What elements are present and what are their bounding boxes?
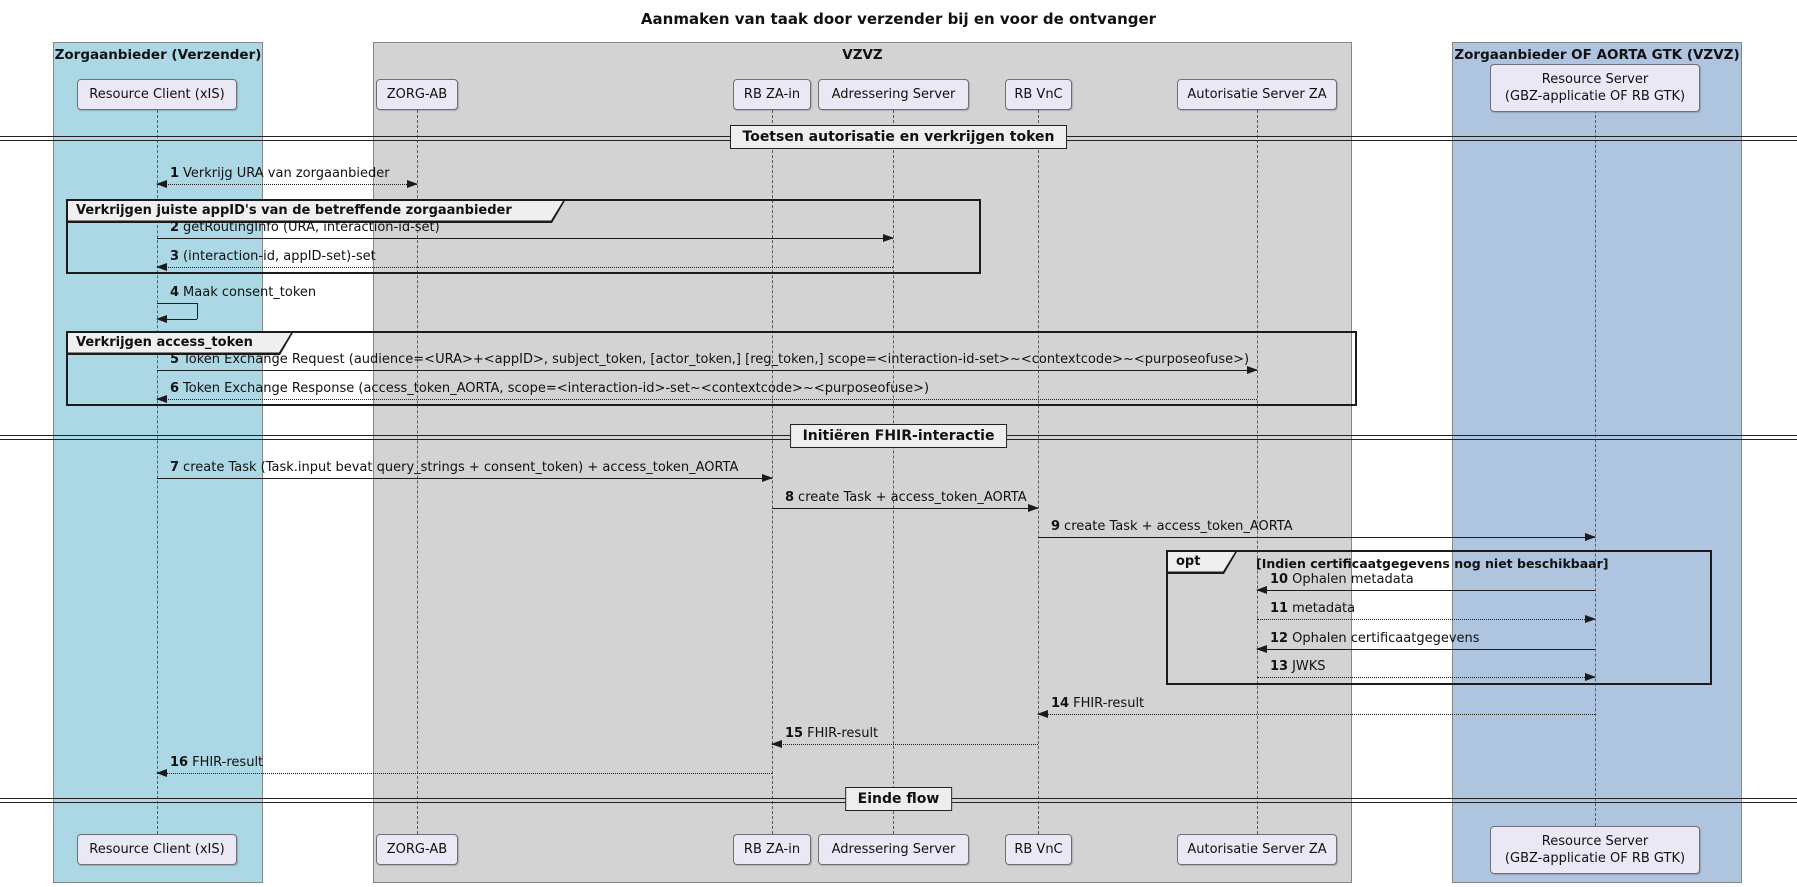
divider-label-toetsen: Toetsen autorisatie en verkrijgen token xyxy=(729,125,1068,149)
message-4-line-top xyxy=(157,303,197,304)
participant-zorg-ab-bottom: ZORG-AB xyxy=(376,834,458,865)
message-1-line xyxy=(157,184,417,185)
group-verkrijgen-access-token-tab: Verkrijgen access_token xyxy=(66,331,294,355)
participant-resource-client-top: Resource Client (xIS) xyxy=(77,79,237,110)
lane-title-ontvanger: Zorgaanbieder OF AORTA GTK (VZVZ) xyxy=(1454,47,1740,63)
message-15-line xyxy=(772,744,1038,745)
participant-rb-vnc-top: RB VnC xyxy=(1005,79,1072,110)
lifeline-resource-client xyxy=(157,110,158,834)
arrowhead-left xyxy=(156,179,167,188)
lane-title-verzender: Zorgaanbieder (Verzender) xyxy=(54,47,262,63)
arrowhead-right xyxy=(1247,365,1258,374)
arrowhead-right xyxy=(1585,672,1596,681)
arrowhead-right xyxy=(1028,503,1039,512)
divider-label-initieren: Initiëren FHIR-interactie xyxy=(789,424,1008,448)
arrowhead-left xyxy=(771,739,782,748)
message-7-line xyxy=(157,478,772,479)
lifeline-rb-vnc xyxy=(1038,110,1039,834)
lane-ontvanger: Zorgaanbieder OF AORTA GTK (VZVZ) xyxy=(1452,42,1742,883)
arrowhead-right xyxy=(1585,532,1596,541)
message-11-line xyxy=(1257,619,1595,620)
message-4-line-right xyxy=(197,303,198,319)
participant-resource-client-bottom: Resource Client (xIS) xyxy=(77,834,237,865)
message-13-line xyxy=(1257,677,1595,678)
arrowhead-left xyxy=(1256,644,1267,653)
group-verkrijgen-appids: Verkrijgen juiste appID's van de betreff… xyxy=(66,199,981,274)
participant-adressering-server-top: Adressering Server xyxy=(818,79,969,110)
arrowhead-right xyxy=(762,473,773,482)
participant-adressering-server-bottom: Adressering Server xyxy=(818,834,969,865)
opt-tab: opt xyxy=(1166,550,1238,574)
lane-title-vzvz: VZVZ xyxy=(842,47,883,63)
lifeline-adressering-server xyxy=(893,110,894,834)
lifeline-zorg-ab xyxy=(417,110,418,834)
diagram-title: Aanmaken van taak door verzender bij en … xyxy=(640,10,1157,28)
arrowhead-right xyxy=(883,233,894,242)
participant-rb-za-in-bottom: RB ZA-in xyxy=(733,834,811,865)
group-verkrijgen-appids-tab: Verkrijgen juiste appID's van de betreff… xyxy=(66,199,566,223)
message-10-line xyxy=(1257,590,1595,591)
arrowhead-right xyxy=(1585,614,1596,623)
message-12-line xyxy=(1257,649,1595,650)
participant-zorg-ab-top: ZORG-AB xyxy=(376,79,458,110)
opt-condition: [Indien certificaatgegevens nog niet bes… xyxy=(1256,556,1609,571)
arrowhead-left xyxy=(156,314,167,323)
participant-autorisatie-server-bottom: Autorisatie Server ZA xyxy=(1177,834,1337,865)
arrowhead-left xyxy=(156,768,167,777)
lane-vzvz: VZVZ xyxy=(373,42,1352,883)
divider-label-einde: Einde flow xyxy=(844,787,953,811)
arrowhead-left xyxy=(1037,709,1048,718)
participant-resource-server-bottom: Resource Server (GBZ-applicatie OF RB GT… xyxy=(1490,826,1700,874)
participant-resource-server-top: Resource Server (GBZ-applicatie OF RB GT… xyxy=(1490,64,1700,112)
arrowhead-right xyxy=(407,179,418,188)
message-9-line xyxy=(1038,537,1595,538)
arrowhead-left xyxy=(156,394,167,403)
message-5-line xyxy=(157,370,1257,371)
participant-autorisatie-server-top: Autorisatie Server ZA xyxy=(1177,79,1337,110)
message-3-label: 3(interaction-id, appID-set)-set xyxy=(170,249,376,264)
message-3-line xyxy=(157,267,893,268)
group-verkrijgen-access-token-label: Verkrijgen access_token xyxy=(68,333,291,353)
participant-rb-vnc-bottom: RB VnC xyxy=(1005,834,1072,865)
message-16-line xyxy=(157,773,772,774)
group-verkrijgen-access-token: Verkrijgen access_token xyxy=(66,331,1357,406)
arrowhead-left xyxy=(156,262,167,271)
opt-keyword: opt xyxy=(1168,552,1235,572)
opt-frame: opt [Indien certificaatgegevens nog niet… xyxy=(1166,550,1712,685)
lifeline-resource-server xyxy=(1595,110,1596,826)
message-2-line xyxy=(157,238,893,239)
message-4-line-bottom xyxy=(166,319,197,320)
message-8-line xyxy=(772,508,1038,509)
lifeline-autorisatie-server xyxy=(1257,110,1258,834)
message-14-line xyxy=(1038,714,1595,715)
message-6-line xyxy=(157,399,1257,400)
participant-rb-za-in-top: RB ZA-in xyxy=(733,79,811,110)
arrowhead-left xyxy=(1256,585,1267,594)
group-verkrijgen-appids-label: Verkrijgen juiste appID's van de betreff… xyxy=(68,201,563,221)
lifeline-rb-za-in xyxy=(772,110,773,834)
